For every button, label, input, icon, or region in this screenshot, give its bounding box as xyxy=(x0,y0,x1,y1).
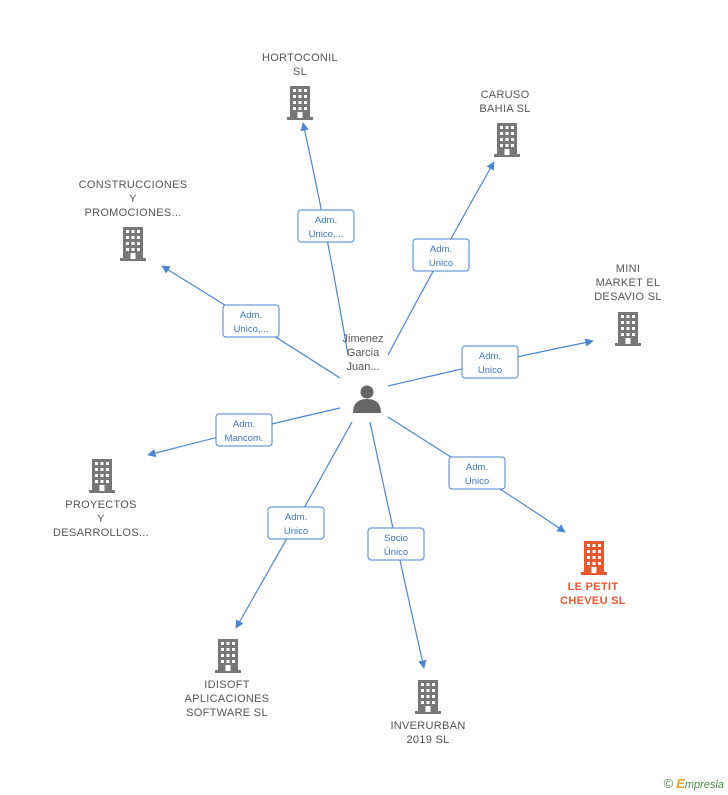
edge-role-label[interactable]: Adm. Unico,... xyxy=(222,304,280,338)
company-node-inverurban[interactable]: INVERURBAN 2019 SL xyxy=(390,680,465,746)
edge-role-label[interactable]: Adm. Unico xyxy=(267,506,325,540)
company-name-line: LE PETIT xyxy=(568,581,619,593)
company-name-line: SL xyxy=(293,66,307,78)
edge-role-label[interactable]: Adm. Unico,... xyxy=(297,209,355,243)
building-icon xyxy=(581,541,607,575)
company-name-line: CHEVEU SL xyxy=(560,595,626,607)
building-icon xyxy=(287,86,313,120)
edge-label-line: Unico xyxy=(465,476,489,487)
edge-construcciones: Adm. Unico,... xyxy=(161,265,341,379)
company-name-line: 2019 SL xyxy=(406,734,449,746)
company-name-line: APLICACIONES xyxy=(185,693,270,705)
edge-label-line: Adm. xyxy=(315,215,337,226)
edge-label-box xyxy=(448,456,506,490)
edge-role-label[interactable]: Adm. Unico xyxy=(461,345,519,379)
edge-role-label[interactable]: Adm. Unico xyxy=(448,456,506,490)
empresia-brand: ©Empresia xyxy=(664,776,724,791)
company-node-hortoconil[interactable]: HORTOCONIL SL xyxy=(262,52,338,120)
company-name-line: MARKET EL xyxy=(596,277,661,289)
company-name-line: DESAVIO SL xyxy=(594,291,662,303)
edge-label-box xyxy=(222,304,280,338)
company-name-line: INVERURBAN xyxy=(390,720,465,732)
company-name-line: DESARROLLOS... xyxy=(53,527,149,539)
edge-hortoconil: Adm. Unico,... xyxy=(297,122,355,356)
edge-label-line: Unico xyxy=(429,258,453,269)
edge-label-line: Unico,... xyxy=(309,229,344,240)
edge-proyectos: Adm. Mancom. xyxy=(147,407,341,458)
nodes-layer: HORTOCONIL SL CARUSO BAHIA SL CONSTRUCCIONES… xyxy=(53,52,662,746)
company-name-line: PROMOCIONES... xyxy=(84,207,181,219)
edge-label-line: Adm. xyxy=(233,419,255,430)
company-name-line: CONSTRUCCIONES xyxy=(79,179,188,191)
company-node-caruso[interactable]: CARUSO BAHIA SL xyxy=(479,89,530,157)
building-icon xyxy=(89,459,115,493)
edge-label-line: Adm. xyxy=(285,512,307,523)
edge-label-line: Adm. xyxy=(240,310,262,321)
edge-label-line: Socio xyxy=(384,533,408,544)
company-name-line: MINI xyxy=(616,263,640,275)
company-node-proyectos[interactable]: PROYECTOS Y DESARROLLOS... xyxy=(53,459,149,539)
building-icon xyxy=(415,680,441,714)
edge-label-line: Unico,... xyxy=(234,324,269,335)
edge-role-label[interactable]: Adm. Mancom. xyxy=(215,413,273,447)
brand-name: mpresia xyxy=(684,779,724,791)
edge-le-petit: Adm. Unico xyxy=(387,416,566,533)
edge-label-line: Único xyxy=(384,547,408,558)
company-node-le-petit[interactable]: LE PETIT CHEVEU SL xyxy=(560,541,626,607)
edge-label-line: Adm. xyxy=(430,244,452,255)
company-node-mini-market[interactable]: MINI MARKET EL DESAVIO SL xyxy=(594,263,662,346)
edge-label-box xyxy=(367,527,425,561)
edges-layer: Adm.Unico,...Adm.UnicoAdm.Unico,...Adm.U… xyxy=(147,122,594,669)
building-icon xyxy=(120,227,146,261)
building-icon xyxy=(215,639,241,673)
edge-label-box xyxy=(215,413,273,447)
company-name-line: PROYECTOS xyxy=(65,499,137,511)
edge-label-box xyxy=(461,345,519,379)
company-name-line: CARUSO xyxy=(481,89,530,101)
edge-label-line: Unico xyxy=(478,365,502,376)
edge-label-box xyxy=(297,209,355,243)
copyright-symbol: © xyxy=(663,776,674,791)
person-icon xyxy=(353,385,381,413)
company-name-line: Y xyxy=(129,193,137,205)
building-icon xyxy=(615,312,641,346)
edge-role-label[interactable]: Adm. Unico xyxy=(412,238,470,272)
person-name-line: Juan... xyxy=(346,361,379,373)
edge-label-box xyxy=(412,238,470,272)
company-name-line: SOFTWARE SL xyxy=(186,707,268,719)
center-person[interactable]: JimenezGarciaJuan... xyxy=(343,333,384,413)
edge-caruso: Adm. Unico xyxy=(387,161,495,356)
person-name-line: Garcia xyxy=(347,347,380,359)
company-name-line: HORTOCONIL xyxy=(262,52,338,64)
edge-label-line: Unico xyxy=(284,526,308,537)
company-node-construcciones[interactable]: CONSTRUCCIONES Y PROMOCIONES... xyxy=(79,179,188,261)
company-name-line: BAHIA SL xyxy=(479,103,530,115)
company-name-line: IDISOFT xyxy=(204,679,250,691)
building-icon xyxy=(494,123,520,157)
edge-label-box xyxy=(267,506,325,540)
edge-label-line: Mancom. xyxy=(224,433,263,444)
edge-mini-market: Adm. Unico xyxy=(387,338,594,387)
person-name-line: Jimenez xyxy=(343,333,384,345)
edge-idisoft: Adm. Unico xyxy=(235,421,353,629)
company-node-idisoft[interactable]: IDISOFT APLICACIONES SOFTWARE SL xyxy=(185,639,270,719)
brand-initial: E xyxy=(676,776,685,791)
company-name-line: Y xyxy=(97,513,105,525)
edge-label-line: Adm. xyxy=(466,462,488,473)
edge-label-line: Adm. xyxy=(479,351,501,362)
